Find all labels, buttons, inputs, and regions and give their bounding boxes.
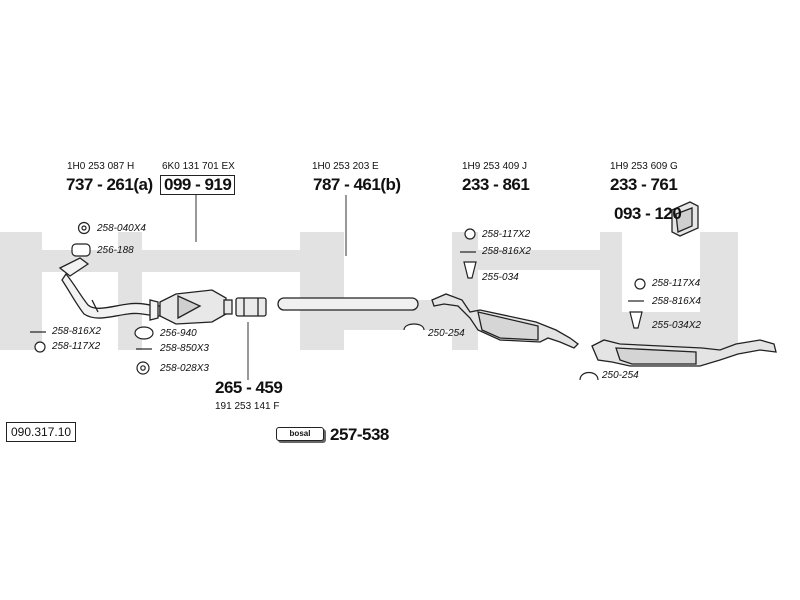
accessory-label[interactable]: 250-254 [428, 328, 465, 339]
accessory-label[interactable]: 256-940 [160, 328, 197, 339]
watermark-band [300, 232, 344, 350]
connector-drawing [235, 297, 267, 317]
accessory-label[interactable]: 258-117X4 [652, 278, 701, 289]
manifold-pipe-drawing [58, 257, 161, 321]
accessory-label[interactable]: 258-028X3 [160, 363, 209, 374]
manifold-oem: 1H0 253 087 H [67, 161, 135, 172]
watermark-band [700, 232, 738, 350]
rear-silencer-number[interactable]: 233 - 761 [610, 175, 678, 194]
accessory-label[interactable]: 258-850X3 [160, 343, 209, 354]
accessory-label[interactable]: 255-034 [482, 272, 519, 283]
connector-oem: 191 253 141 F [215, 401, 280, 412]
clamp-icon [403, 323, 425, 331]
midpipe-oem: 1H0 253 203 E [312, 161, 379, 172]
catalyst-drawing [159, 289, 233, 325]
hanger-icon [629, 311, 643, 329]
middle-silencer-oem: 1H9 253 409 J [462, 161, 528, 172]
accessory-label[interactable]: 258-117X2 [482, 229, 531, 240]
gasket-icon [71, 243, 91, 257]
nut-icon [140, 365, 146, 371]
middle-silencer-drawing [431, 293, 579, 349]
accessory-label[interactable]: 250-254 [602, 370, 639, 381]
catalyst-number[interactable]: 099 - 919 [160, 175, 236, 195]
connector-number[interactable]: 265 - 459 [215, 378, 283, 397]
watermark-band [478, 250, 600, 270]
midpipe-drawing [277, 297, 419, 311]
rear-silencer-oem: 1H9 253 609 G [610, 161, 678, 172]
watermark-band [142, 250, 300, 272]
heatshield-number[interactable]: 093 - 120 [614, 204, 682, 223]
gasket-icon [134, 326, 154, 340]
washer-icon [634, 278, 646, 290]
watermark-band-left [0, 232, 42, 350]
hanger-icon [463, 261, 477, 279]
accessory-label[interactable]: 258-816X4 [652, 296, 701, 307]
nut-icon [81, 225, 87, 231]
clamp-icon [579, 371, 599, 381]
reference-number: 090.317.10 [6, 422, 77, 442]
watermark-band [600, 232, 622, 350]
midpipe-number[interactable]: 787 - 461(b) [313, 175, 401, 194]
middle-silencer-number[interactable]: 233 - 861 [462, 175, 530, 194]
accessory-label[interactable]: 258-816X2 [482, 246, 531, 257]
washer-icon [464, 228, 476, 240]
accessory-label[interactable]: 258-040X4 [97, 223, 146, 234]
accessory-label[interactable]: 258-117X2 [52, 341, 101, 352]
heatshield-drawing [671, 201, 699, 237]
accessory-label[interactable]: 258-816X2 [52, 326, 101, 337]
accessory-label[interactable]: 256-188 [97, 245, 134, 256]
manifold-number[interactable]: 737 - 261(a) [66, 175, 153, 194]
bosal-logo-icon: bosal [276, 427, 324, 441]
washer-icon [34, 341, 46, 353]
catalyst-oem: 6K0 131 701 EX [162, 161, 235, 172]
accessory-label[interactable]: 255-034X2 [652, 320, 701, 331]
kit-number[interactable]: 257-538 [330, 425, 389, 444]
rear-silencer-drawing [591, 339, 777, 367]
